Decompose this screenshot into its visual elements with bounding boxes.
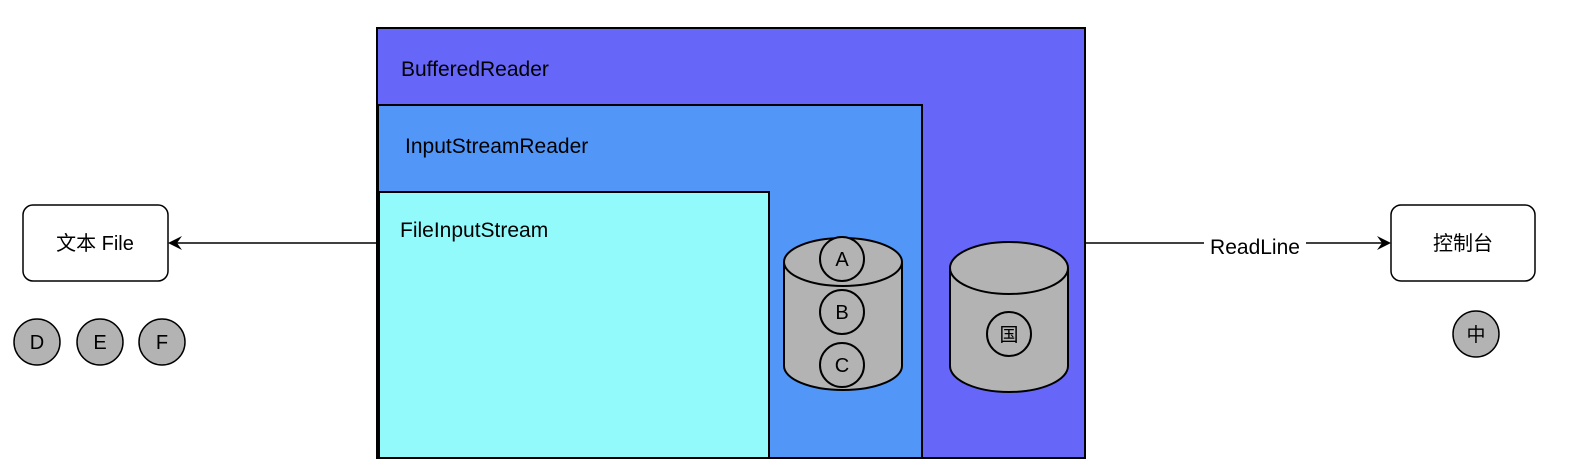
input-stream-reader-label: InputStreamReader: [405, 135, 588, 158]
char-circle-guo: 国: [986, 311, 1032, 357]
svg-text:B: B: [835, 302, 848, 324]
edge-label-bg: [1204, 232, 1306, 254]
file-box-label: 文本 File: [56, 232, 134, 255]
svg-text:国: 国: [999, 325, 1018, 346]
buffered-reader-label: BufferedReader: [401, 58, 549, 81]
char-circle-e: E: [76, 318, 124, 366]
svg-text:D: D: [30, 332, 44, 354]
console-box-label: 控制台: [1433, 232, 1493, 255]
svg-text:A: A: [835, 249, 849, 271]
file-input-stream-label: FileInputStream: [400, 219, 548, 242]
console-box: [1390, 204, 1536, 282]
svg-text:E: E: [93, 332, 106, 354]
svg-text:F: F: [156, 332, 168, 354]
char-circle-a: A: [819, 236, 865, 282]
char-circle-f: F: [138, 318, 186, 366]
svg-text:中: 中: [1466, 324, 1485, 346]
char-circle-b: B: [819, 289, 865, 335]
svg-text:C: C: [835, 355, 849, 377]
char-circle-zhong: 中: [1452, 310, 1500, 358]
br-buffer-cylinder: [949, 241, 1069, 393]
char-circle-d: D: [13, 318, 61, 366]
file-input-stream-box: [378, 191, 770, 459]
readline-label: ReadLine: [1210, 236, 1300, 259]
char-circle-c: C: [819, 342, 865, 388]
